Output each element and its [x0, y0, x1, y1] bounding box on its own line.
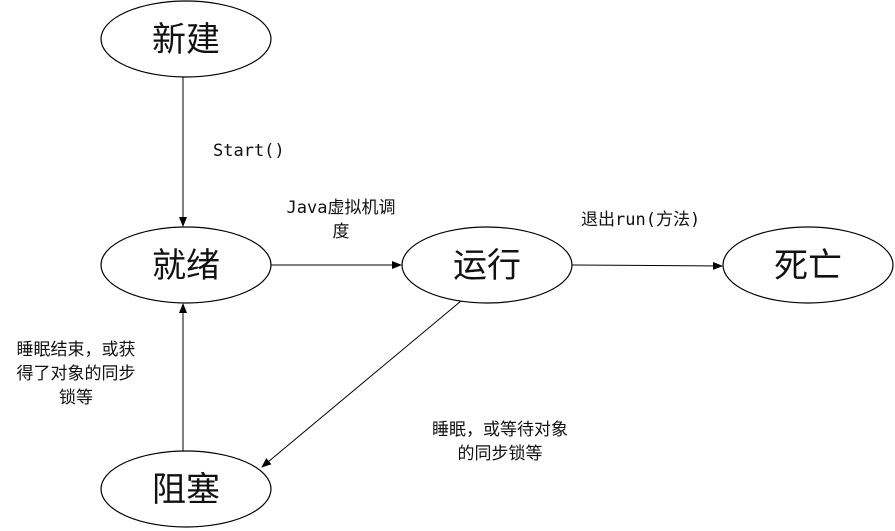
- label-unblock-line1: 睡眠结束，或获: [16, 340, 136, 360]
- label-jvm-schedule-line2: 度: [332, 222, 350, 242]
- state-blocked: 阻塞: [100, 450, 272, 528]
- label-unblock: 睡眠结束，或获 得了对象的同步 锁等: [0, 338, 152, 410]
- label-unblock-line3: 锁等: [59, 388, 93, 408]
- arrow-running-to-blocked: [261, 300, 462, 468]
- state-dead: 死亡: [722, 226, 894, 304]
- state-new: 新建: [100, 0, 272, 78]
- state-blocked-label: 阻塞: [152, 470, 220, 510]
- label-jvm-schedule-line1: Java虚拟机调: [286, 198, 396, 218]
- label-jvm-schedule: Java虚拟机调 度: [268, 196, 414, 244]
- label-unblock-line2: 得了对象的同步: [16, 364, 136, 384]
- state-dead-label: 死亡: [774, 246, 842, 286]
- state-running: 运行: [401, 226, 573, 304]
- label-start: Start(): [213, 141, 285, 161]
- state-ready: 就绪: [100, 226, 272, 304]
- state-ready-label: 就绪: [152, 246, 220, 286]
- label-block-line1: 睡眠，或等待对象: [432, 420, 568, 440]
- state-new-label: 新建: [152, 20, 220, 60]
- label-exit-run: 退出run(方法): [581, 210, 701, 230]
- label-block-line2: 的同步锁等: [457, 444, 543, 464]
- arrow-running-to-dead: [571, 261, 723, 270]
- label-block: 睡眠，或等待对象 的同步锁等: [410, 418, 590, 466]
- state-running-label: 运行: [453, 246, 521, 286]
